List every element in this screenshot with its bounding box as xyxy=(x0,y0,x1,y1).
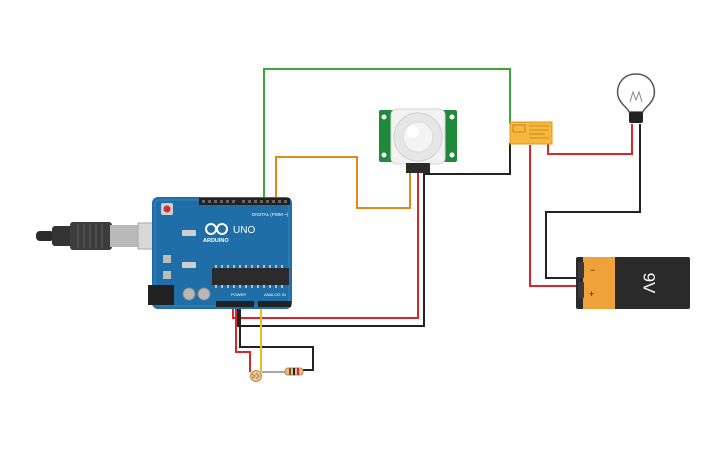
battery-terminal-minus[interactable] xyxy=(578,262,584,278)
photoresistor[interactable] xyxy=(250,370,262,382)
wire-red-relay-battery[interactable] xyxy=(529,145,576,287)
analog-header-label: ANALOG IN xyxy=(264,292,286,297)
atmega-chip xyxy=(212,268,289,285)
pir-motion-sensor[interactable] xyxy=(379,108,457,173)
wire-black-bulb-battery[interactable] xyxy=(545,124,641,279)
wire-orange-pir-output[interactable] xyxy=(275,156,411,209)
usb-plug-body xyxy=(70,222,112,250)
digital-header-label: DIGITAL (PWM ~) xyxy=(252,212,289,217)
battery-minus-label: − xyxy=(590,265,595,275)
analog-header[interactable] xyxy=(258,301,291,307)
wire-black-relay-gnd[interactable] xyxy=(424,143,511,175)
light-bulb[interactable] xyxy=(616,73,656,123)
battery-terminal-plus[interactable] xyxy=(578,282,584,298)
board-model: UNO xyxy=(233,225,255,236)
power-header[interactable] xyxy=(216,301,254,307)
usb-cable-boot xyxy=(52,226,74,246)
wire-red-pir-vcc[interactable] xyxy=(232,172,419,319)
arduino-uno-board[interactable]: DIGITAL (PWM ~) ARDUINO UNO POWER xyxy=(148,197,292,309)
power-header-label: POWER xyxy=(231,292,246,297)
arduino-logo-text: ARDUINO xyxy=(203,238,229,244)
battery-voltage-label: 9V xyxy=(640,273,659,294)
wire-black-pir-gnd[interactable] xyxy=(237,172,425,327)
wire-green-relay-signal[interactable] xyxy=(263,68,511,198)
pir-pin-header[interactable] xyxy=(406,163,430,173)
battery-9v[interactable]: − + 9V xyxy=(576,257,690,309)
relay-module[interactable] xyxy=(509,121,553,145)
arduino-logo-icon xyxy=(205,223,228,235)
bulb-socket xyxy=(629,112,643,123)
wire-red-relay-bulb[interactable] xyxy=(547,124,633,155)
wire-black-resistor-gnd[interactable] xyxy=(239,305,314,371)
wires xyxy=(232,68,641,373)
usb-cable-strain-relief xyxy=(36,231,54,241)
usb-plug-metal xyxy=(110,225,140,247)
battery-plus-label: + xyxy=(589,289,594,299)
power-jack[interactable] xyxy=(148,285,174,305)
wire-red-ldr-vcc[interactable] xyxy=(235,305,251,372)
resistor[interactable] xyxy=(284,367,304,376)
